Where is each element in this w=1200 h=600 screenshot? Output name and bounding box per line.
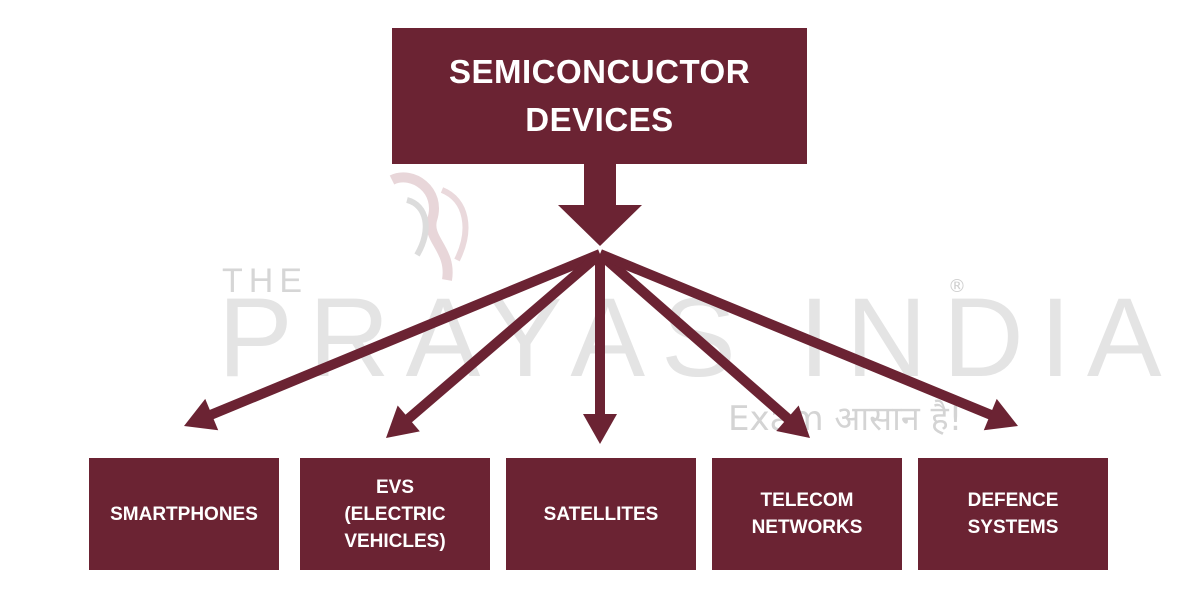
child-node-telecom: TELECOM NETWORKS	[712, 458, 902, 570]
root-node: SEMICONCUCTOR DEVICES	[392, 28, 807, 164]
branch-arrow-head-satellites	[583, 414, 617, 444]
child-node-smartphones: SMARTPHONES	[89, 458, 279, 570]
child-node-satellites: SATELLITES	[506, 458, 696, 570]
branch-arrow-line-smartphones	[207, 249, 602, 420]
root-node-label: SEMICONCUCTOR DEVICES	[448, 53, 751, 138]
watermark-prefix: THE	[222, 262, 308, 300]
branch-arrow-line-defence	[598, 249, 995, 420]
child-node-defence: DEFENCE SYSTEMS	[918, 458, 1108, 570]
child-node-label: EVS (ELECTRIC VEHICLES)	[344, 476, 446, 552]
branch-arrow-head-telecom	[776, 405, 810, 438]
watermark-logo	[389, 172, 469, 281]
child-node-label: TELECOM NETWORKS	[751, 490, 863, 538]
child-node-label: SATELLITES	[543, 503, 659, 525]
branch-arrow-head-defence	[983, 398, 1018, 431]
watermark-registered-mark: ®	[948, 276, 966, 297]
branch-arrow-line-telecom	[596, 250, 793, 424]
branch-arrow-line-evs	[403, 250, 604, 424]
child-node-evs: EVS (ELECTRIC VEHICLES)	[300, 458, 490, 570]
branch-arrow-head-smartphones	[184, 398, 219, 431]
child-node-label: DEFENCE SYSTEMS	[967, 490, 1059, 538]
child-node-label: SMARTPHONES	[110, 503, 258, 525]
branch-arrow-head-evs	[386, 405, 420, 438]
root-down-arrow	[558, 163, 642, 246]
